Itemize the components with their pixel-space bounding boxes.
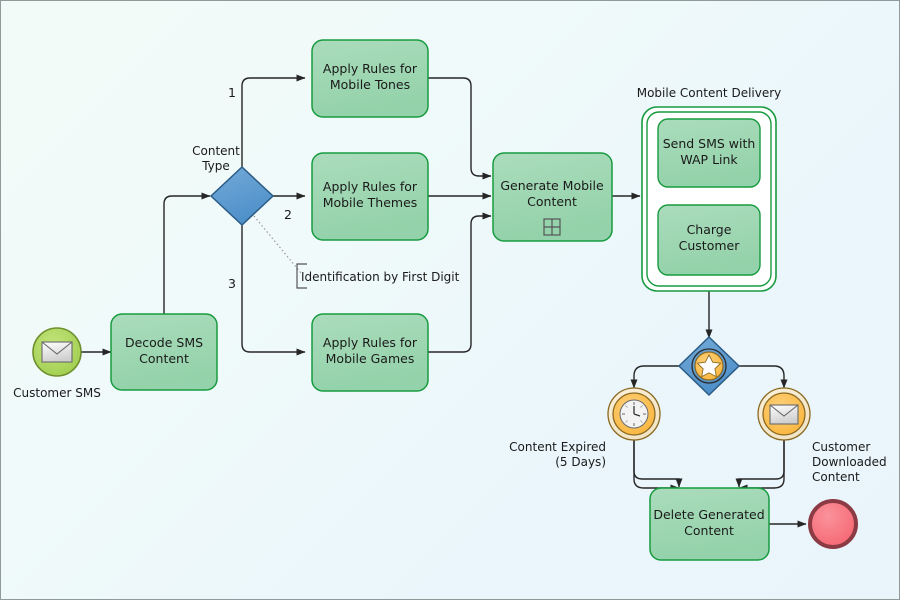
sequence-flows — [81, 74, 807, 528]
flow-games-to-generate — [428, 212, 492, 353]
task-apply-rules-mobile-tones[interactable]: Apply Rules for Mobile Tones — [311, 39, 429, 118]
task-label-line2: Mobile Themes — [323, 195, 418, 210]
sequence-flows-bottom-into-task — [633, 440, 785, 488]
task-rect[interactable] — [649, 487, 770, 561]
task-rect[interactable] — [311, 313, 429, 392]
task-rect[interactable] — [492, 152, 613, 242]
flow-gateway-to-tones — [241, 74, 306, 167]
task-rect[interactable] — [657, 118, 761, 188]
task-label-line2: Content — [139, 351, 189, 366]
flow-label-branch-1: 1 — [228, 85, 236, 100]
timer-label-line2: (5 Days) — [555, 455, 606, 469]
clock-icon — [619, 399, 649, 429]
task-apply-rules-mobile-games[interactable]: Apply Rules for Mobile Games — [311, 313, 429, 392]
gateway-diamond[interactable] — [209, 165, 275, 227]
flow-event-gateway-to-timer — [630, 365, 679, 389]
text-annotation-identification-by-first-digit: Identification by First Digit — [296, 263, 460, 289]
annotation-bracket — [296, 263, 307, 289]
flow-event-gateway-to-message — [739, 365, 788, 389]
timer-label-line1: Content Expired — [509, 440, 606, 454]
flow-label-branch-3: 3 — [228, 276, 236, 291]
subprocess-title: Mobile Content Delivery — [637, 86, 782, 100]
star-event-gateway-icon — [691, 348, 727, 384]
end-event[interactable] — [808, 499, 858, 549]
envelope-icon — [769, 404, 799, 425]
task-label-line1: Generate Mobile — [500, 178, 604, 193]
task-generate-mobile-content[interactable]: Generate Mobile Content — [492, 152, 613, 242]
task-label-line2: Mobile Tones — [330, 77, 410, 92]
task-label-line1: Delete Generated — [653, 507, 764, 522]
task-label-line2: Customer — [679, 238, 741, 253]
task-rect[interactable] — [311, 39, 429, 118]
association-line — [253, 215, 302, 274]
task-label-line2: WAP Link — [680, 152, 738, 167]
start-event-label: Customer SMS — [13, 386, 101, 400]
task-label-line1: Apply Rules for — [323, 61, 418, 76]
gateway-event-based[interactable] — [677, 335, 741, 397]
message-label-line2: Downloaded — [812, 455, 887, 469]
gateway-content-type[interactable]: Content Type — [192, 144, 275, 227]
task-rect[interactable] — [311, 152, 429, 241]
task-send-sms-with-wap-link[interactable]: Send SMS with WAP Link — [657, 118, 761, 188]
task-label-line1: Charge — [687, 222, 732, 237]
message-label-line1: Customer — [812, 440, 870, 454]
flow-timer-to-delete-drop — [633, 440, 683, 488]
annotation-association — [253, 215, 302, 274]
flow-decode-to-gateway — [163, 192, 211, 314]
flow-message-to-delete-drop — [735, 440, 785, 488]
end-event-circle[interactable] — [808, 499, 858, 549]
task-label-line2: Mobile Games — [326, 351, 415, 366]
task-label-line1: Decode SMS — [125, 335, 203, 350]
flow-tones-to-generate — [428, 77, 492, 180]
task-delete-generated-content[interactable]: Delete Generated Content — [649, 487, 770, 561]
task-label-line1: Apply Rules for — [323, 335, 418, 350]
gateway-label-line1: Content — [192, 144, 240, 158]
message-label-line3: Content — [812, 470, 860, 484]
intermediate-event-content-expired[interactable]: Content Expired (5 Days) — [509, 387, 661, 469]
intermediate-event-customer-downloaded-content[interactable]: Customer Downloaded Content — [757, 387, 887, 484]
task-label-line2: Content — [527, 194, 577, 209]
task-rect[interactable] — [657, 204, 761, 276]
start-event-customer-sms[interactable]: Customer SMS — [13, 327, 101, 400]
task-decode-sms-content[interactable]: Decode SMS Content — [110, 313, 218, 391]
task-label-line1: Apply Rules for — [323, 179, 418, 194]
gateway-label-line2: Type — [201, 159, 230, 173]
task-label-line2: Content — [684, 523, 734, 538]
flow-gateway-to-games — [241, 225, 306, 356]
flow-timer-to-delete — [633, 440, 680, 492]
task-apply-rules-mobile-themes[interactable]: Apply Rules for Mobile Themes — [311, 152, 429, 241]
collapsed-subprocess-grid-icon — [543, 218, 561, 236]
flow-message-to-delete — [738, 440, 785, 492]
task-label-line1: Send SMS with — [663, 136, 756, 151]
subprocess-mobile-content-delivery[interactable]: Mobile Content Delivery Send SMS with WA… — [637, 86, 782, 292]
annotation-text: Identification by First Digit — [301, 270, 460, 284]
task-charge-customer[interactable]: Charge Customer — [657, 204, 761, 276]
flow-label-branch-2: 2 — [284, 207, 292, 222]
envelope-icon — [41, 341, 73, 363]
task-rect[interactable] — [110, 313, 218, 391]
